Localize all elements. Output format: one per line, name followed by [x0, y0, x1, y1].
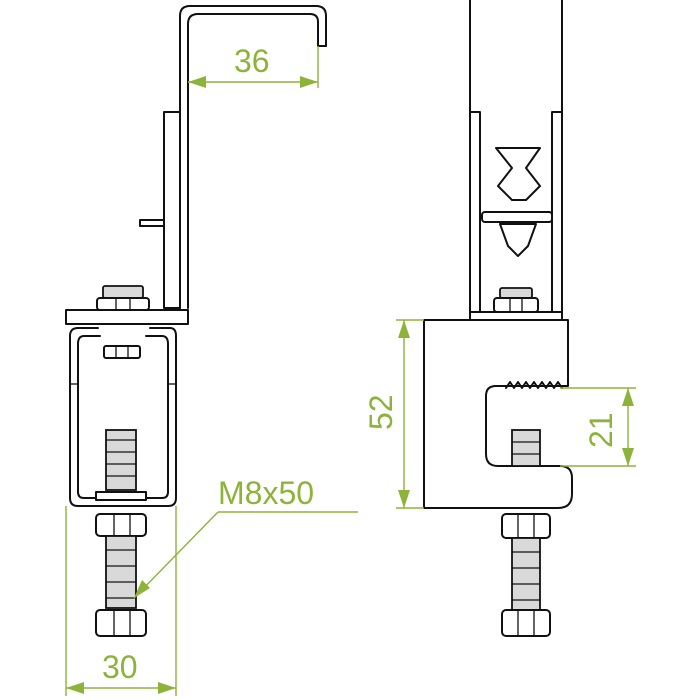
c-clamp-body — [423, 319, 573, 509]
dimension-21: 21 — [560, 387, 636, 467]
dimension-36: 36 — [188, 43, 319, 88]
left-bolt — [95, 429, 147, 637]
dimension-52-label: 52 — [363, 394, 399, 430]
dimension-m8x50: M8x50 — [133, 475, 358, 599]
right-bolt — [501, 429, 551, 637]
wing-lug — [481, 147, 553, 257]
top-nut — [96, 285, 150, 311]
right-top-nut — [469, 287, 563, 321]
dimension-52: 52 — [363, 319, 424, 509]
right-view: 52 21 — [363, 0, 636, 637]
j-hook-bracket — [139, 5, 327, 309]
dimension-36-label: 36 — [234, 43, 270, 79]
dimension-30: 30 — [65, 506, 177, 696]
vertical-strap — [469, 0, 563, 321]
top-plate — [65, 309, 189, 325]
dimension-30-label: 30 — [102, 649, 138, 685]
left-view: 36 M8x50 30 — [65, 5, 358, 696]
dimension-m8x50-label: M8x50 — [218, 475, 314, 511]
dimension-21-label: 21 — [583, 412, 619, 448]
